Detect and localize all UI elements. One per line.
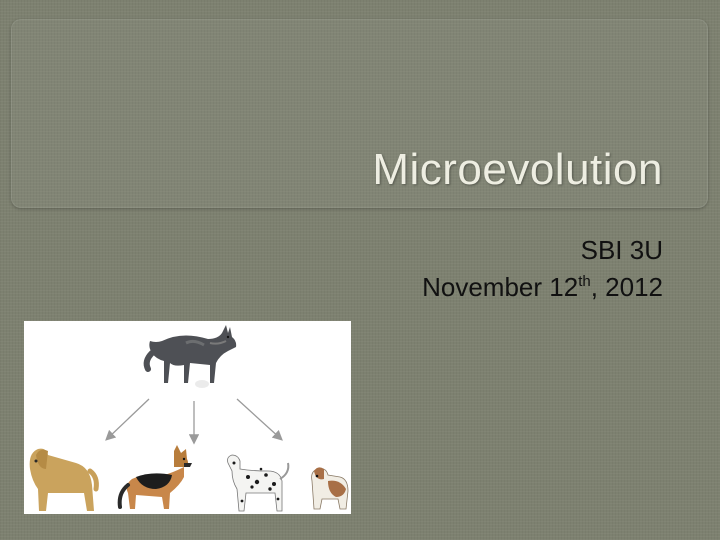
subtitle-block: SBI 3U November 12th, 2012 [422, 232, 663, 306]
arrow-left [105, 398, 150, 441]
slide-title: Microevolution [372, 145, 663, 194]
lineage-arrows [105, 398, 283, 445]
bulldog-icon [311, 467, 349, 510]
german-shepherd-icon [117, 445, 192, 509]
briard-dog-icon [29, 448, 99, 511]
evolution-figure [24, 321, 351, 514]
dalmatian-icon [227, 454, 290, 512]
date-line: November 12th, 2012 [422, 269, 663, 306]
date-part1: November 12 [422, 272, 579, 302]
date-suffix: th [578, 273, 591, 290]
arrow-right [236, 398, 283, 441]
evolution-diagram [29, 325, 349, 512]
course-code: SBI 3U [580, 235, 663, 265]
wolf-icon [143, 325, 237, 388]
date-part2: , 2012 [590, 272, 663, 302]
